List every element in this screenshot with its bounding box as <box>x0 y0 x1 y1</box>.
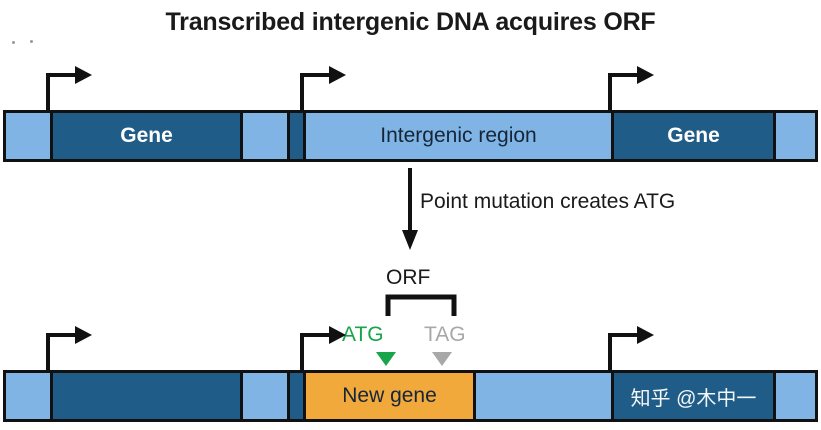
segment-spacer-1 <box>240 113 287 159</box>
start-codon-marker-icon <box>376 352 396 366</box>
promoter-arrow-gene-right-bottom <box>604 322 658 374</box>
segment-gene-right: Gene <box>611 113 773 159</box>
figure-title: Transcribed intergenic DNA acquires ORF <box>165 8 656 36</box>
stop-codon-marker-icon <box>432 352 452 366</box>
point-mutation-arrow <box>400 168 424 257</box>
promoter-arrow-intergenic <box>296 62 350 114</box>
segment-small-dark-1-bottom <box>287 373 303 419</box>
segment-gene-right-bottom: 知乎 @木中一 <box>611 373 773 419</box>
segment-label: Intergenic region <box>380 124 537 147</box>
orf-label: ORF <box>386 266 431 289</box>
start-codon-label: ATG <box>342 323 384 346</box>
bottom-locus-bar: New gene 知乎 @木中一 <box>3 370 818 422</box>
scan-artifact-dot <box>30 40 33 43</box>
scan-artifact-dot <box>12 41 15 44</box>
segment-label: Gene <box>667 124 720 147</box>
segment-new-gene: New gene <box>303 373 473 419</box>
promoter-arrow-old-gene <box>42 322 96 374</box>
watermark-label: 知乎 @木中一 <box>630 387 757 410</box>
segment-intergenic-region: Intergenic region <box>303 113 611 159</box>
segment-utr-right <box>773 113 815 159</box>
orf-bracket <box>385 294 457 323</box>
segment-spacer-1-bottom <box>240 373 287 419</box>
top-locus-bar: Gene Intergenic region Gene <box>3 110 818 162</box>
segment-intergenic-remainder <box>473 373 611 419</box>
stop-codon-label: TAG <box>424 323 466 346</box>
segment-utr-left <box>6 113 50 159</box>
segment-gene-left: Gene <box>50 113 240 159</box>
segment-utr-left-bottom <box>6 373 50 419</box>
promoter-arrow-gene-left <box>42 62 96 114</box>
segment-label: Gene <box>120 124 173 147</box>
promoter-arrow-gene-right <box>604 62 658 114</box>
segment-label: New gene <box>342 384 437 407</box>
segment-utr-right-bottom <box>773 373 815 419</box>
promoter-arrow-new-gene <box>296 322 350 374</box>
point-mutation-caption: Point mutation creates ATG <box>420 190 676 213</box>
segment-small-dark-1 <box>287 113 303 159</box>
segment-gene-left-bottom <box>50 373 240 419</box>
